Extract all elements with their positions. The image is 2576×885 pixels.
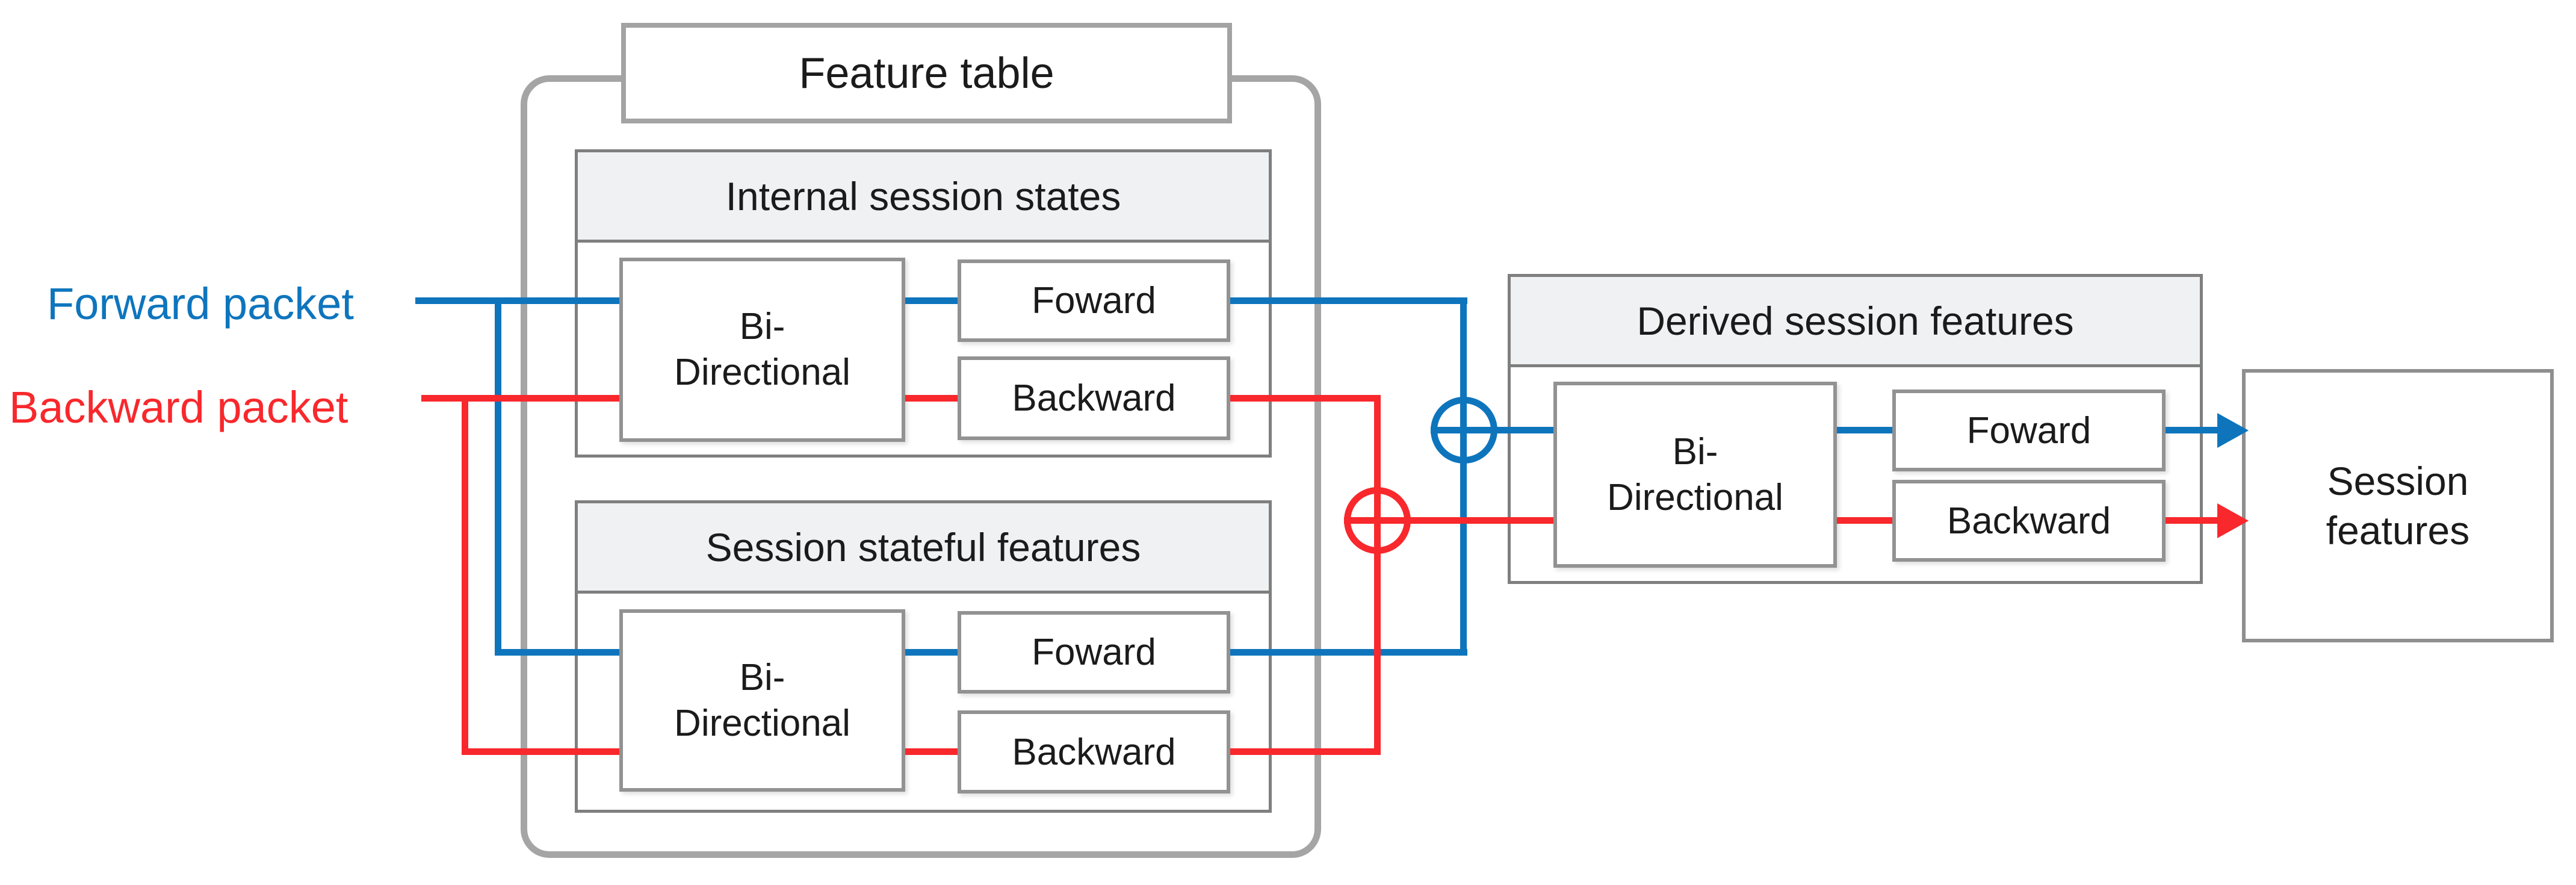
backward-input-line — [421, 395, 619, 402]
internal-backward-label: Backward — [1012, 377, 1176, 419]
backward-to-stateful-line — [462, 748, 619, 755]
internal-backward-output-line — [1230, 395, 1381, 402]
internal-forward-output-line — [1230, 297, 1467, 304]
forward-branch-vertical-line — [495, 297, 501, 656]
internal-backward-box: Backward — [958, 356, 1230, 440]
feature-table-title: Feature table — [621, 23, 1232, 123]
stateful-bidir-to-forward-line — [905, 649, 958, 656]
derived-bidirectional-label: Bi-Directional — [1607, 430, 1783, 518]
stateful-forward-label: Foward — [1032, 632, 1156, 673]
internal-forward-box: Foward — [958, 259, 1230, 342]
forward-to-stateful-line — [495, 649, 619, 656]
derived-bidirectional-box: Bi-Directional — [1553, 382, 1837, 568]
internal-session-states-header: Internal session states — [578, 152, 1269, 243]
backward-merge-output-line — [1344, 517, 1553, 524]
forward-merge-vertical-line — [1460, 297, 1467, 656]
internal-bidir-to-backward-line — [905, 395, 958, 402]
derived-bidir-to-backward-line — [1837, 517, 1892, 524]
derived-bidir-to-forward-line — [1837, 427, 1892, 433]
forward-input-line — [415, 297, 619, 304]
stateful-bidir-to-backward-line — [905, 748, 958, 755]
session-features-box: Session features — [2242, 369, 2554, 642]
backward-arrowhead-icon — [2217, 503, 2249, 538]
derived-session-features-header: Derived session features — [1511, 277, 2200, 367]
derived-backward-box: Backward — [1892, 480, 2166, 562]
backward-branch-vertical-line — [462, 395, 468, 755]
derived-forward-output-line — [2166, 427, 2218, 433]
internal-forward-label: Foward — [1032, 280, 1156, 321]
derived-backward-output-line — [2166, 517, 2218, 524]
stateful-backward-box: Backward — [958, 710, 1230, 793]
derived-backward-label: Backward — [1946, 500, 2111, 542]
stateful-bidirectional-label: Bi-Directional — [674, 656, 850, 744]
forward-packet-label: Forward packet — [47, 279, 354, 329]
derived-forward-label: Foward — [1966, 409, 2091, 452]
forward-arrowhead-icon — [2217, 413, 2249, 448]
backward-merge-vertical-line — [1374, 395, 1381, 755]
internal-bidirectional-label: Bi-Directional — [674, 306, 850, 393]
forward-circle-plus-icon — [1431, 397, 1497, 464]
derived-forward-box: Foward — [1892, 390, 2166, 471]
backward-circle-plus-icon — [1344, 487, 1411, 554]
session-stateful-features-header: Session stateful features — [578, 503, 1269, 594]
internal-bidir-to-forward-line — [905, 297, 958, 304]
session-features-label: Session features — [2326, 458, 2470, 553]
stateful-backward-label: Backward — [1012, 731, 1176, 773]
stateful-backward-output-line — [1230, 748, 1381, 755]
stateful-bidirectional-box: Bi-Directional — [619, 609, 905, 792]
backward-packet-label: Backward packet — [9, 382, 348, 432]
stateful-forward-output-line — [1230, 649, 1467, 656]
stateful-forward-box: Foward — [958, 611, 1230, 694]
feature-table-title-text: Feature table — [799, 49, 1054, 98]
internal-bidirectional-box: Bi-Directional — [619, 258, 905, 442]
